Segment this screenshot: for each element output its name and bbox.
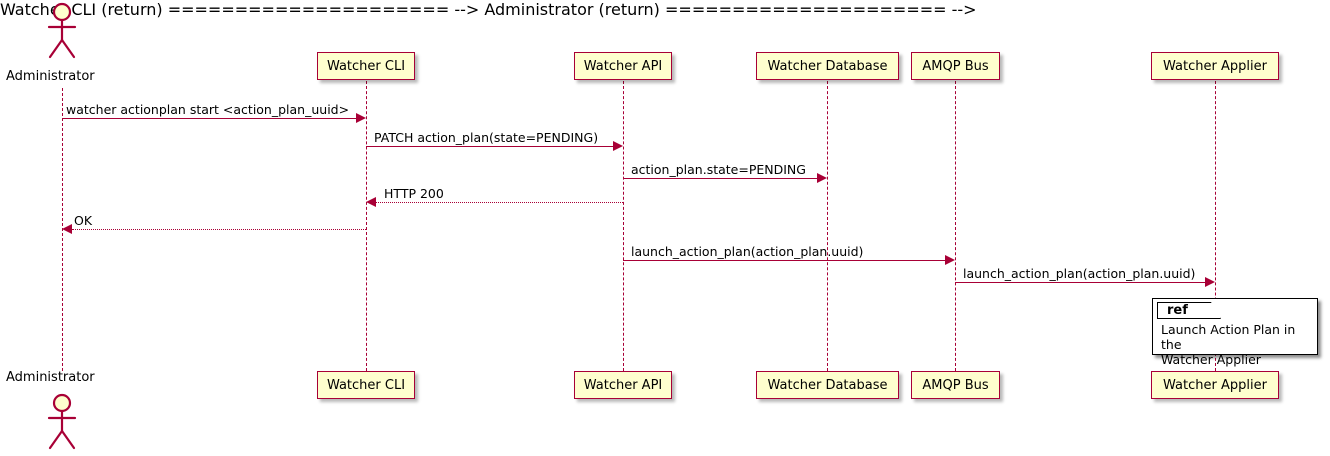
actor-label-top: Administrator: [6, 69, 95, 84]
participant-amqp-bus-bottom[interactable]: AMQP Bus: [911, 371, 1000, 399]
message-line-m3: [623, 178, 817, 179]
participant-label: Watcher Applier: [1163, 377, 1267, 393]
ref-body-line-1: Launch Action Plan in the: [1161, 322, 1296, 352]
participant-label: Watcher API: [583, 58, 663, 74]
participant-watcher-api-bottom[interactable]: Watcher API: [574, 371, 672, 399]
lifeline-watcher-applier: [1215, 81, 1216, 371]
actor-icon-top: [47, 2, 77, 59]
message-line-m1: [62, 118, 356, 119]
actor-label-bottom: Administrator: [6, 370, 95, 385]
message-arrowhead-m3: [817, 173, 827, 183]
participant-watcher-database-bottom[interactable]: Watcher Database: [756, 371, 899, 399]
participant-label: Watcher Database: [767, 58, 888, 74]
message-arrowhead-m5: [62, 224, 72, 234]
message-arrowhead-m6: [945, 255, 955, 265]
participant-watcher-cli-bottom[interactable]: Watcher CLI: [317, 371, 415, 399]
message-line-m5: [72, 229, 366, 230]
lifeline-amqp-bus: [955, 81, 956, 371]
ref-body-line-2: Watcher Applier: [1161, 352, 1261, 367]
actor-icon-bottom: [47, 393, 77, 450]
participant-label: AMQP Bus: [922, 58, 989, 74]
participant-label: AMQP Bus: [922, 377, 989, 393]
message-label-m1: watcher actionplan start <action_plan_uu…: [66, 102, 350, 117]
ref-keyword-label: ref: [1167, 303, 1188, 318]
message-label-m3: action_plan.state=PENDING: [631, 162, 806, 177]
message-line-m2: [366, 146, 613, 147]
message-arrowhead-m4: [366, 197, 376, 207]
participant-watcher-applier-bottom[interactable]: Watcher Applier: [1151, 371, 1279, 399]
message-arrowhead-m1: [356, 113, 366, 123]
message-arrowhead-m7: [1205, 277, 1215, 287]
message-label-m7: launch_action_plan(action_plan.uuid): [963, 266, 1196, 281]
ref-body-text: Launch Action Plan in the Watcher Applie…: [1161, 322, 1311, 367]
participant-watcher-api-top[interactable]: Watcher API: [574, 52, 672, 80]
message-label-m4: HTTP 200: [384, 186, 444, 201]
lifeline-watcher-api: [623, 81, 624, 371]
ref-keyword-tab: ref: [1157, 302, 1221, 319]
message-label-m2: PATCH action_plan(state=PENDING): [374, 130, 599, 145]
lifeline-watcher-cli: [366, 81, 367, 371]
message-label-m5: OK: [74, 213, 93, 228]
participant-label: Watcher Database: [767, 377, 888, 393]
participant-amqp-bus-top[interactable]: AMQP Bus: [911, 52, 1000, 80]
participant-watcher-database-top[interactable]: Watcher Database: [756, 52, 899, 80]
participant-label: Watcher API: [583, 377, 663, 393]
message-label-m6: launch_action_plan(action_plan.uuid): [631, 244, 864, 259]
message-line-m6: [623, 260, 945, 261]
participant-label: Watcher CLI: [326, 377, 406, 393]
participant-label: Watcher Applier: [1163, 58, 1267, 74]
lifeline-watcher-database: [827, 81, 828, 371]
participant-label: Watcher CLI: [326, 58, 406, 74]
message-line-m7: [955, 282, 1205, 283]
ref-fragment: ref Launch Action Plan in the Watcher Ap…: [1152, 298, 1318, 367]
message-arrowhead-m2: [613, 141, 623, 151]
participant-watcher-cli-top[interactable]: Watcher CLI: [317, 52, 415, 80]
participant-watcher-applier-top[interactable]: Watcher Applier: [1151, 52, 1279, 80]
message-line-m4: [376, 202, 623, 203]
